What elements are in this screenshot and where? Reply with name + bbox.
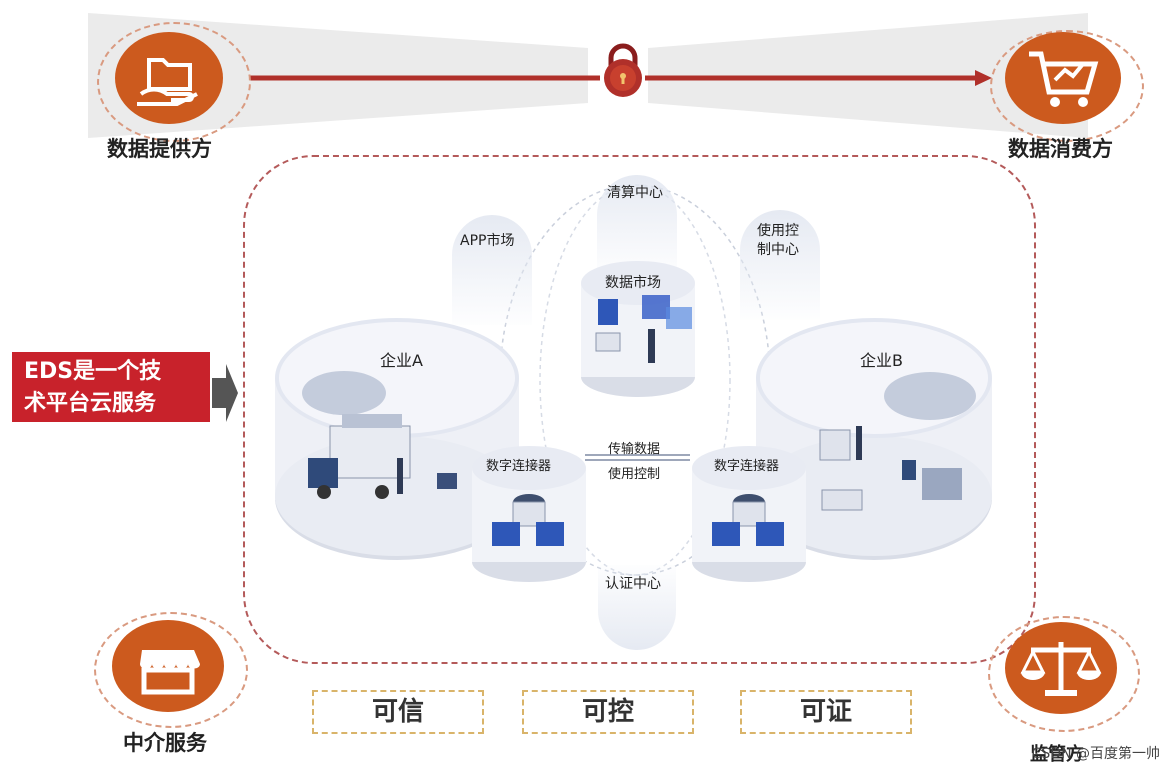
connector-link bbox=[585, 454, 690, 461]
auth-center-label: 认证中心 bbox=[605, 576, 661, 592]
consumer-label: 数据消费方 bbox=[1008, 137, 1113, 161]
enterprise-a-platform bbox=[275, 318, 519, 560]
link-bottom-label: 使用控制 bbox=[608, 467, 661, 482]
left-connector-label: 数字连接器 bbox=[486, 459, 552, 474]
data-flow-arrow bbox=[250, 70, 992, 86]
value-controllable: 可控 bbox=[522, 690, 694, 734]
intermediary-label: 中介服务 bbox=[123, 731, 207, 755]
usage-control-center-label-line1: 使用控 bbox=[757, 223, 799, 239]
clearing-center-beam bbox=[597, 175, 677, 275]
eds-callout: EDS是一个技 术平台云服务 bbox=[12, 352, 210, 422]
app-market-beam bbox=[452, 215, 532, 325]
eds-callout-line1: EDS是一个技 bbox=[24, 359, 162, 384]
storefront-icon bbox=[112, 620, 224, 712]
left-connector-platform bbox=[472, 446, 586, 582]
clearing-center-label: 清算中心 bbox=[607, 185, 663, 201]
shopping-cart-icon bbox=[1005, 32, 1121, 124]
scales-icon bbox=[1005, 622, 1117, 714]
eds-callout-line2: 术平台云服务 bbox=[24, 391, 157, 416]
value-trustworthy: 可信 bbox=[312, 690, 484, 734]
platform-frame bbox=[243, 155, 1036, 664]
data-market-label: 数据市场 bbox=[605, 275, 661, 291]
link-top-label: 传输数据 bbox=[608, 442, 661, 457]
right-connector-label: 数字连接器 bbox=[714, 459, 780, 474]
consumer-icon-ring bbox=[990, 30, 1144, 142]
regulator-label: 监管方 bbox=[1030, 744, 1084, 765]
data-market-platform bbox=[581, 261, 695, 397]
enterprise-a-label: 企业A bbox=[380, 351, 423, 370]
provider-icon-ring bbox=[97, 22, 251, 142]
right-connector-platform bbox=[692, 446, 806, 582]
provider-label: 数据提供方 bbox=[107, 137, 212, 161]
auth-center-beam bbox=[598, 565, 676, 650]
eds-arrow-icon bbox=[212, 364, 238, 422]
watermark: CSDN @百度第一帅 bbox=[1031, 746, 1160, 762]
folder-hand-icon bbox=[115, 32, 223, 124]
app-market-label: APP市场 bbox=[460, 233, 515, 249]
usage-control-center-label-line2: 制中心 bbox=[757, 242, 799, 258]
usage-control-beam bbox=[740, 210, 820, 320]
value-verifiable: 可证 bbox=[740, 690, 912, 734]
regulator-icon-ring bbox=[988, 616, 1140, 732]
enterprise-b-label: 企业B bbox=[860, 351, 903, 370]
padlock-icon bbox=[604, 43, 642, 97]
intermediary-icon-ring bbox=[94, 612, 248, 728]
